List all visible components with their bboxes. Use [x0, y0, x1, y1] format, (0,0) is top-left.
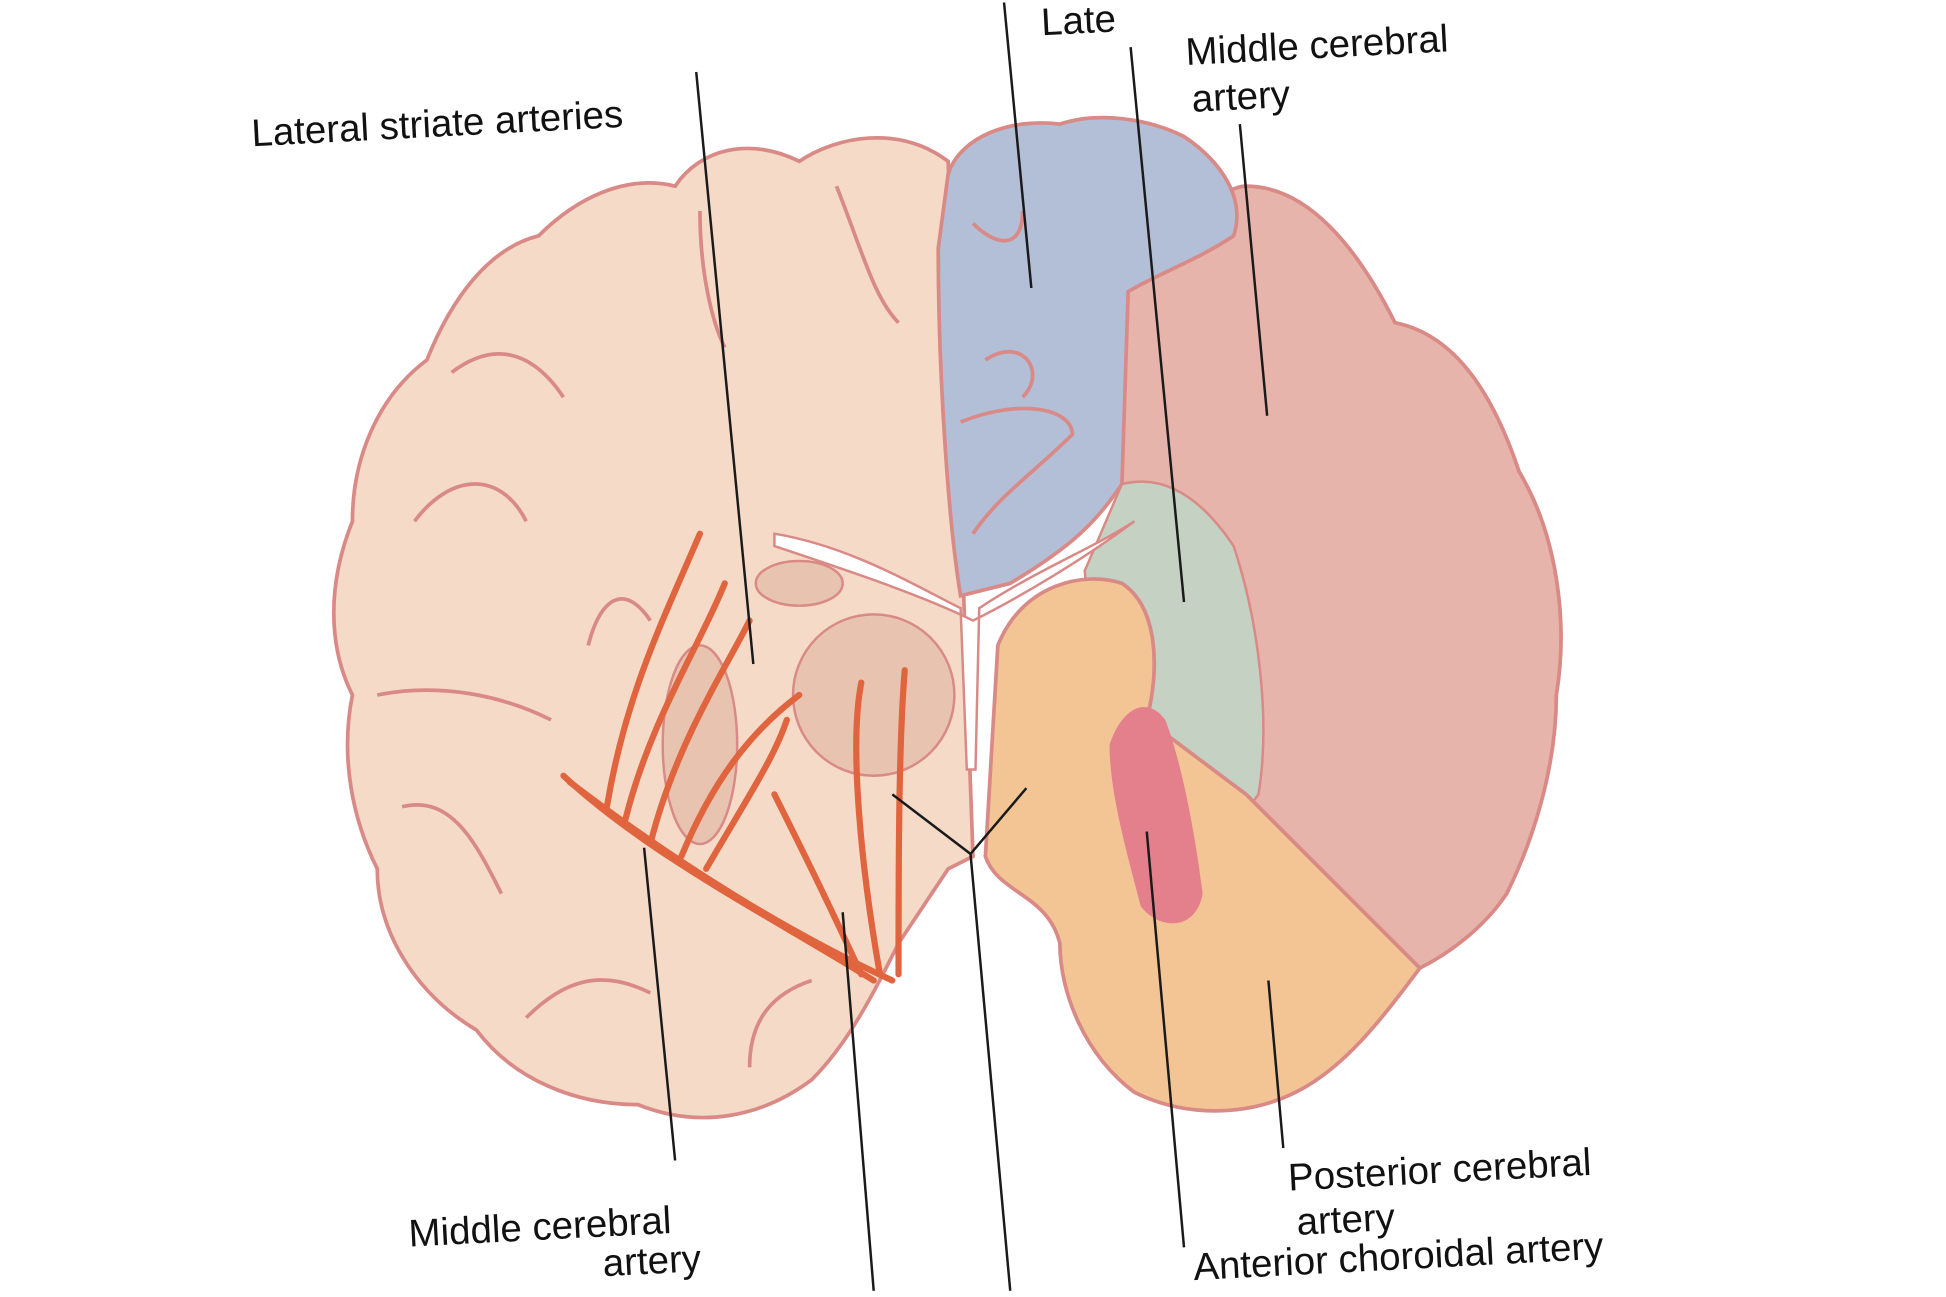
lateral-ventricles: [773, 520, 1136, 771]
label-mca-bottom-2: artery: [602, 1237, 703, 1285]
thalamus: [791, 613, 956, 777]
anterior-choroidal-territory: [1109, 706, 1203, 924]
left-gyri: [376, 185, 900, 1068]
label-partial-top: Late: [1040, 0, 1117, 44]
label-lateral-striate-arteries: Lateral striate arteries: [250, 93, 624, 155]
label-anterior-choroidal: Anterior choroidal artery: [1192, 1225, 1605, 1289]
posterior-cerebral-territory: [983, 577, 1423, 1113]
right-gyri: [959, 210, 1075, 535]
label-mca-top-2: artery: [1191, 73, 1292, 121]
leader-lines: [642, 2, 1285, 1291]
putamen: [661, 644, 739, 846]
label-pca-2: artery: [1295, 1196, 1396, 1244]
caudate-nucleus: [754, 559, 844, 607]
middle-cerebral-territory: [1120, 184, 1563, 971]
label-pca-1: Posterior cerebral: [1287, 1141, 1592, 1200]
label-mca-top-1: Middle cerebral: [1184, 17, 1449, 74]
lateral-striate-arteries: [560, 530, 908, 984]
